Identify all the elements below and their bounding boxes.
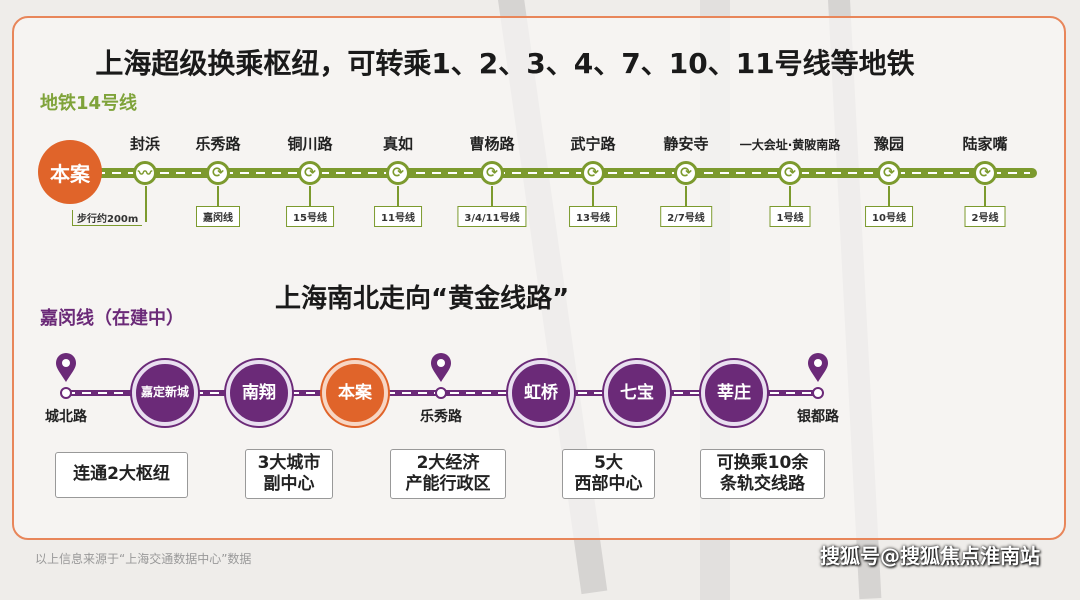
line14-dash bbox=[80, 172, 1030, 174]
subtitle: 上海南北走向“黄金线路” bbox=[275, 284, 570, 314]
transfer-badge: 3/4/11号线 bbox=[457, 206, 527, 227]
station-stem bbox=[491, 186, 493, 206]
station-name: 真如 bbox=[382, 135, 414, 153]
transfer-badge: 嘉闵线 bbox=[196, 206, 240, 227]
line14-label: 地铁14号线 bbox=[40, 93, 138, 114]
feature-box: 可换乘10余 条轨交线路 bbox=[700, 449, 825, 499]
station-stem bbox=[888, 186, 890, 206]
watermark: 搜狐号@搜狐焦点淮南站 bbox=[820, 544, 1040, 568]
transfer-icon: ⟳ bbox=[480, 161, 504, 185]
transfer-badge: 2/7号线 bbox=[660, 206, 712, 227]
source-note: 以上信息来源于“上海交通数据中心”数据 bbox=[35, 552, 252, 566]
transfer-icon: ⟳ bbox=[778, 161, 802, 185]
station-name: 陆家嘴 bbox=[962, 135, 1008, 153]
transfer-icon: ⟳ bbox=[581, 161, 605, 185]
station-stem bbox=[309, 186, 311, 206]
location-pin-icon bbox=[55, 353, 77, 383]
station-stem bbox=[789, 186, 791, 206]
feature-box: 2大经济 产能行政区 bbox=[390, 449, 506, 499]
transfer-badge: 1号线 bbox=[769, 206, 811, 227]
transfer-badge: 11号线 bbox=[374, 206, 422, 227]
station-stem bbox=[592, 186, 594, 206]
station-stem bbox=[397, 186, 399, 206]
station-stem bbox=[217, 186, 219, 206]
page-title: 上海超级换乘枢纽，可转乘1、2、3、4、7、10、11号线等地铁 bbox=[95, 47, 915, 80]
transfer-icon: ⟳ bbox=[973, 161, 997, 185]
station-name: 铜川路 bbox=[287, 135, 333, 153]
station-circle: 七宝 bbox=[604, 360, 670, 426]
transfer-badge: 10号线 bbox=[865, 206, 913, 227]
station-stem bbox=[984, 186, 986, 206]
station-stem bbox=[685, 186, 687, 206]
metro-logo-icon: 〰 bbox=[133, 161, 157, 185]
station-circle: 虹桥 bbox=[508, 360, 574, 426]
station-name: 曹杨路 bbox=[469, 135, 515, 153]
walk-distance: 步行约200m bbox=[72, 210, 143, 226]
transfer-icon: ⟳ bbox=[386, 161, 410, 185]
home-station: 本案 bbox=[322, 360, 388, 426]
jiamin-label: 嘉闵线（在建中） bbox=[40, 308, 184, 329]
station-name: 静安寺 bbox=[663, 135, 709, 153]
station-circle: 嘉定新城 bbox=[132, 360, 198, 426]
feature-box: 3大城市 副中心 bbox=[245, 449, 333, 499]
station-name: 乐秀路 bbox=[420, 409, 462, 425]
location-pin-icon bbox=[807, 353, 829, 383]
station-circle: 莘庄 bbox=[701, 360, 767, 426]
station-dot bbox=[60, 387, 72, 399]
transfer-icon: ⟳ bbox=[298, 161, 322, 185]
station-name: 乐秀路 bbox=[195, 135, 241, 153]
station-name: 豫园 bbox=[873, 135, 905, 153]
transfer-badge: 13号线 bbox=[569, 206, 617, 227]
station-name: 一大会址·黄陂南路 bbox=[739, 138, 841, 152]
station-circle: 南翔 bbox=[226, 360, 292, 426]
station-name: 银都路 bbox=[797, 409, 839, 425]
transfer-badge: 2号线 bbox=[964, 206, 1006, 227]
transfer-badge: 15号线 bbox=[286, 206, 334, 227]
transfer-icon: ⟳ bbox=[206, 161, 230, 185]
transfer-icon: ⟳ bbox=[877, 161, 901, 185]
walk-bracket bbox=[145, 186, 147, 222]
home-marker: 本案 bbox=[38, 140, 102, 204]
transfer-icon: ⟳ bbox=[674, 161, 698, 185]
feature-box: 5大 西部中心 bbox=[562, 449, 655, 499]
feature-box: 连通2大枢纽 bbox=[55, 452, 188, 498]
station-dot bbox=[435, 387, 447, 399]
station-dot bbox=[812, 387, 824, 399]
station-name: 封浜 bbox=[129, 135, 161, 153]
station-name: 城北路 bbox=[45, 409, 87, 425]
station-name: 武宁路 bbox=[570, 135, 616, 153]
location-pin-icon bbox=[430, 353, 452, 383]
